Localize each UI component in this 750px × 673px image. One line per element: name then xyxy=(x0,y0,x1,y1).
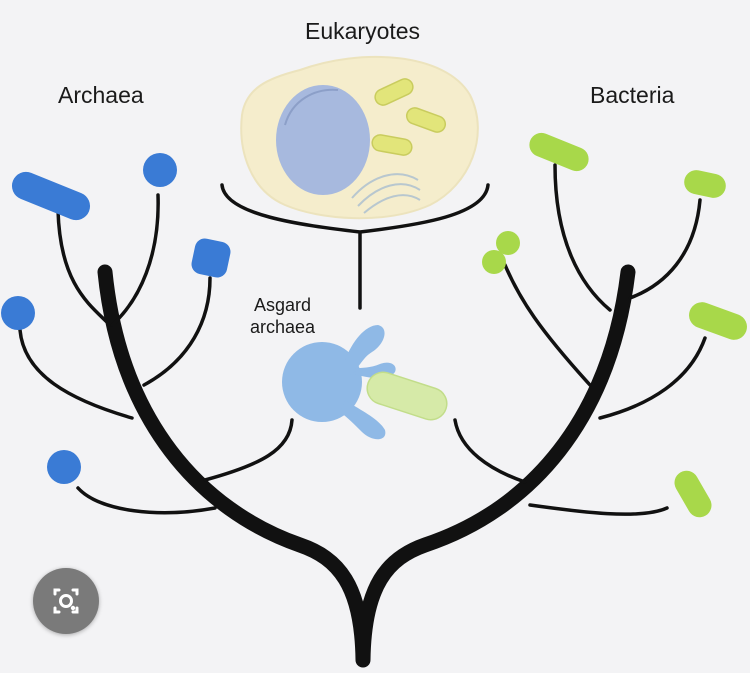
archaea-rod-cell xyxy=(11,171,91,221)
mitochondrion xyxy=(405,107,447,133)
mitochondrion xyxy=(374,78,414,106)
archaea-coccus-cell xyxy=(143,153,177,187)
bacteria-cells xyxy=(482,132,747,518)
bacteria-branches xyxy=(453,163,707,516)
bacteria-rod-cell xyxy=(529,132,589,172)
bacteria-diplococcus-cell xyxy=(496,231,520,255)
bacteria-rod-cell xyxy=(674,470,712,518)
google-lens-icon xyxy=(53,588,79,614)
eukaryote-bracket xyxy=(220,183,490,310)
google-lens-button[interactable] xyxy=(33,568,99,634)
archaea-square-cell xyxy=(191,238,231,278)
tree-trunk xyxy=(97,264,636,668)
bacteria-label: Bacteria xyxy=(590,82,675,108)
golgi-apparatus xyxy=(351,173,421,214)
eukaryotes-label: Eukaryotes xyxy=(305,18,421,44)
bacteria-diplococcus-cell xyxy=(482,250,506,274)
nucleus xyxy=(276,85,370,195)
archaea-coccus-cell xyxy=(1,296,35,330)
archaea-label: Archaea xyxy=(58,82,144,108)
eukaryotic-cell xyxy=(240,55,479,220)
bacteria-rod-cell xyxy=(689,302,747,340)
mitochondrion xyxy=(371,134,413,156)
bacteria-partner-cell xyxy=(366,371,448,421)
mitochondria xyxy=(371,78,447,156)
bacteria-rod-cell xyxy=(684,170,726,198)
archaea-coccus-cell xyxy=(47,450,81,484)
archaea-cells xyxy=(1,153,231,484)
archaea-branches xyxy=(18,193,294,515)
nucleus-envelope xyxy=(284,88,339,126)
asgard-archaea-label: Asgard archaea xyxy=(250,295,316,337)
